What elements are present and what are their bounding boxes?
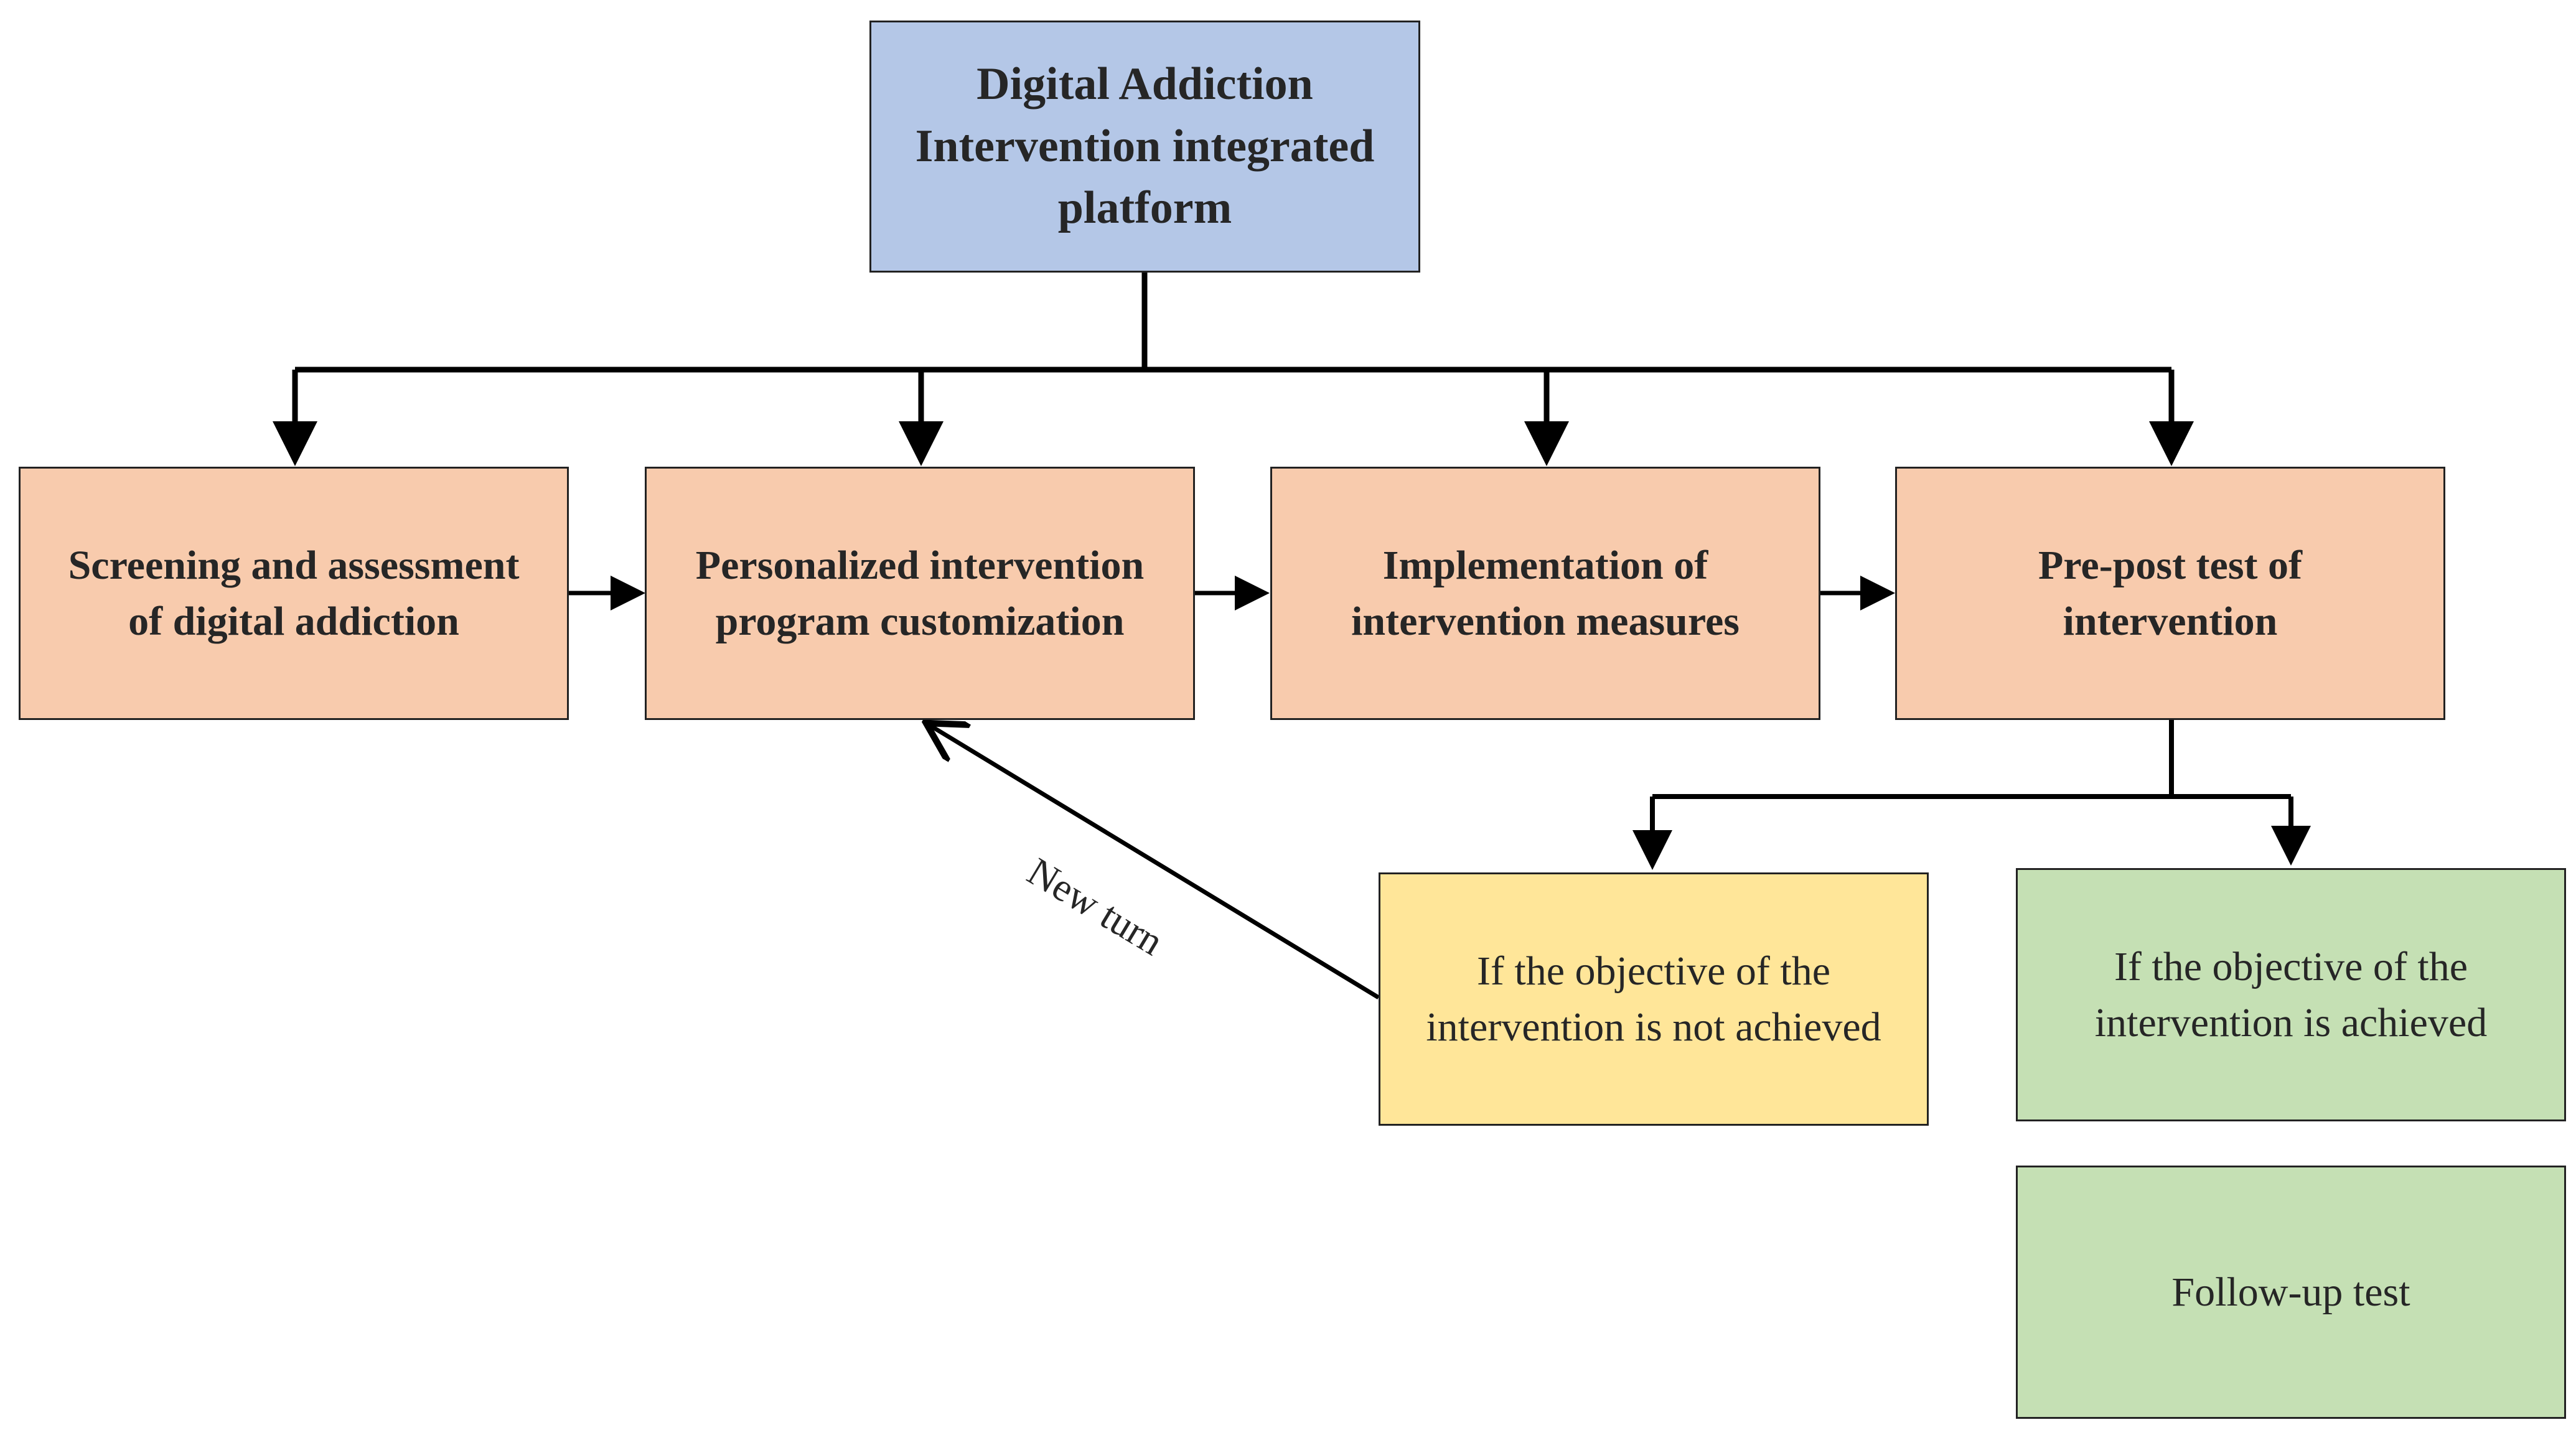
implementation-label-line-2: intervention measures xyxy=(1351,598,1740,644)
screening-label-line-2: of digital addiction xyxy=(128,598,459,644)
objective-not-achieved-label: If the objective of the intervention is … xyxy=(1426,943,1881,1054)
platform-label-line-2: Intervention integrated xyxy=(915,120,1375,172)
pre-post-test-label-line-1: Pre-post test of xyxy=(2038,543,2302,589)
objective-achieved-line-1: If the objective of the xyxy=(2114,944,2468,990)
platform-label: Digital Addiction Intervention integrate… xyxy=(916,54,1375,240)
personalized-program-label: Personalized intervention program custom… xyxy=(696,538,1144,648)
implementation-label-line-1: Implementation of xyxy=(1382,543,1708,589)
follow-up-test-label: Follow-up test xyxy=(2171,1269,2410,1315)
platform-label-line-1: Digital Addiction xyxy=(977,58,1313,110)
implementation-label: Implementation of intervention measures xyxy=(1351,538,1740,648)
platform-label-line-3: platform xyxy=(1057,182,1232,234)
objective-achieved-label: If the objective of the intervention is … xyxy=(2095,939,2487,1050)
objective-achieved-box: If the objective of the intervention is … xyxy=(2016,868,2566,1121)
screening-label-line-1: Screening and assessment xyxy=(68,543,520,589)
objective-not-achieved-line-2: intervention is not achieved xyxy=(1426,1004,1881,1050)
objective-achieved-line-2: intervention is achieved xyxy=(2094,999,2488,1045)
platform-box: Digital Addiction Intervention integrate… xyxy=(869,21,1420,273)
personalized-program-label-line-1: Personalized intervention xyxy=(695,543,1145,589)
new-turn-feedback-arrow xyxy=(926,723,1380,999)
pre-post-test-label-line-2: intervention xyxy=(2063,598,2278,644)
follow-up-test-box: Follow-up test xyxy=(2016,1166,2566,1419)
pre-post-test-box: Pre-post test of intervention xyxy=(1895,467,2445,720)
pre-post-test-label: Pre-post test of intervention xyxy=(2038,538,2302,648)
personalized-program-box: Personalized intervention program custom… xyxy=(645,467,1195,720)
objective-not-achieved-box: If the objective of the intervention is … xyxy=(1379,872,1929,1126)
implementation-box: Implementation of intervention measures xyxy=(1270,467,1820,720)
screening-label: Screening and assessment of digital addi… xyxy=(68,538,520,648)
screening-box: Screening and assessment of digital addi… xyxy=(19,467,569,720)
personalized-program-label-line-2: program customization xyxy=(715,598,1125,644)
objective-not-achieved-line-1: If the objective of the xyxy=(1476,948,1831,994)
